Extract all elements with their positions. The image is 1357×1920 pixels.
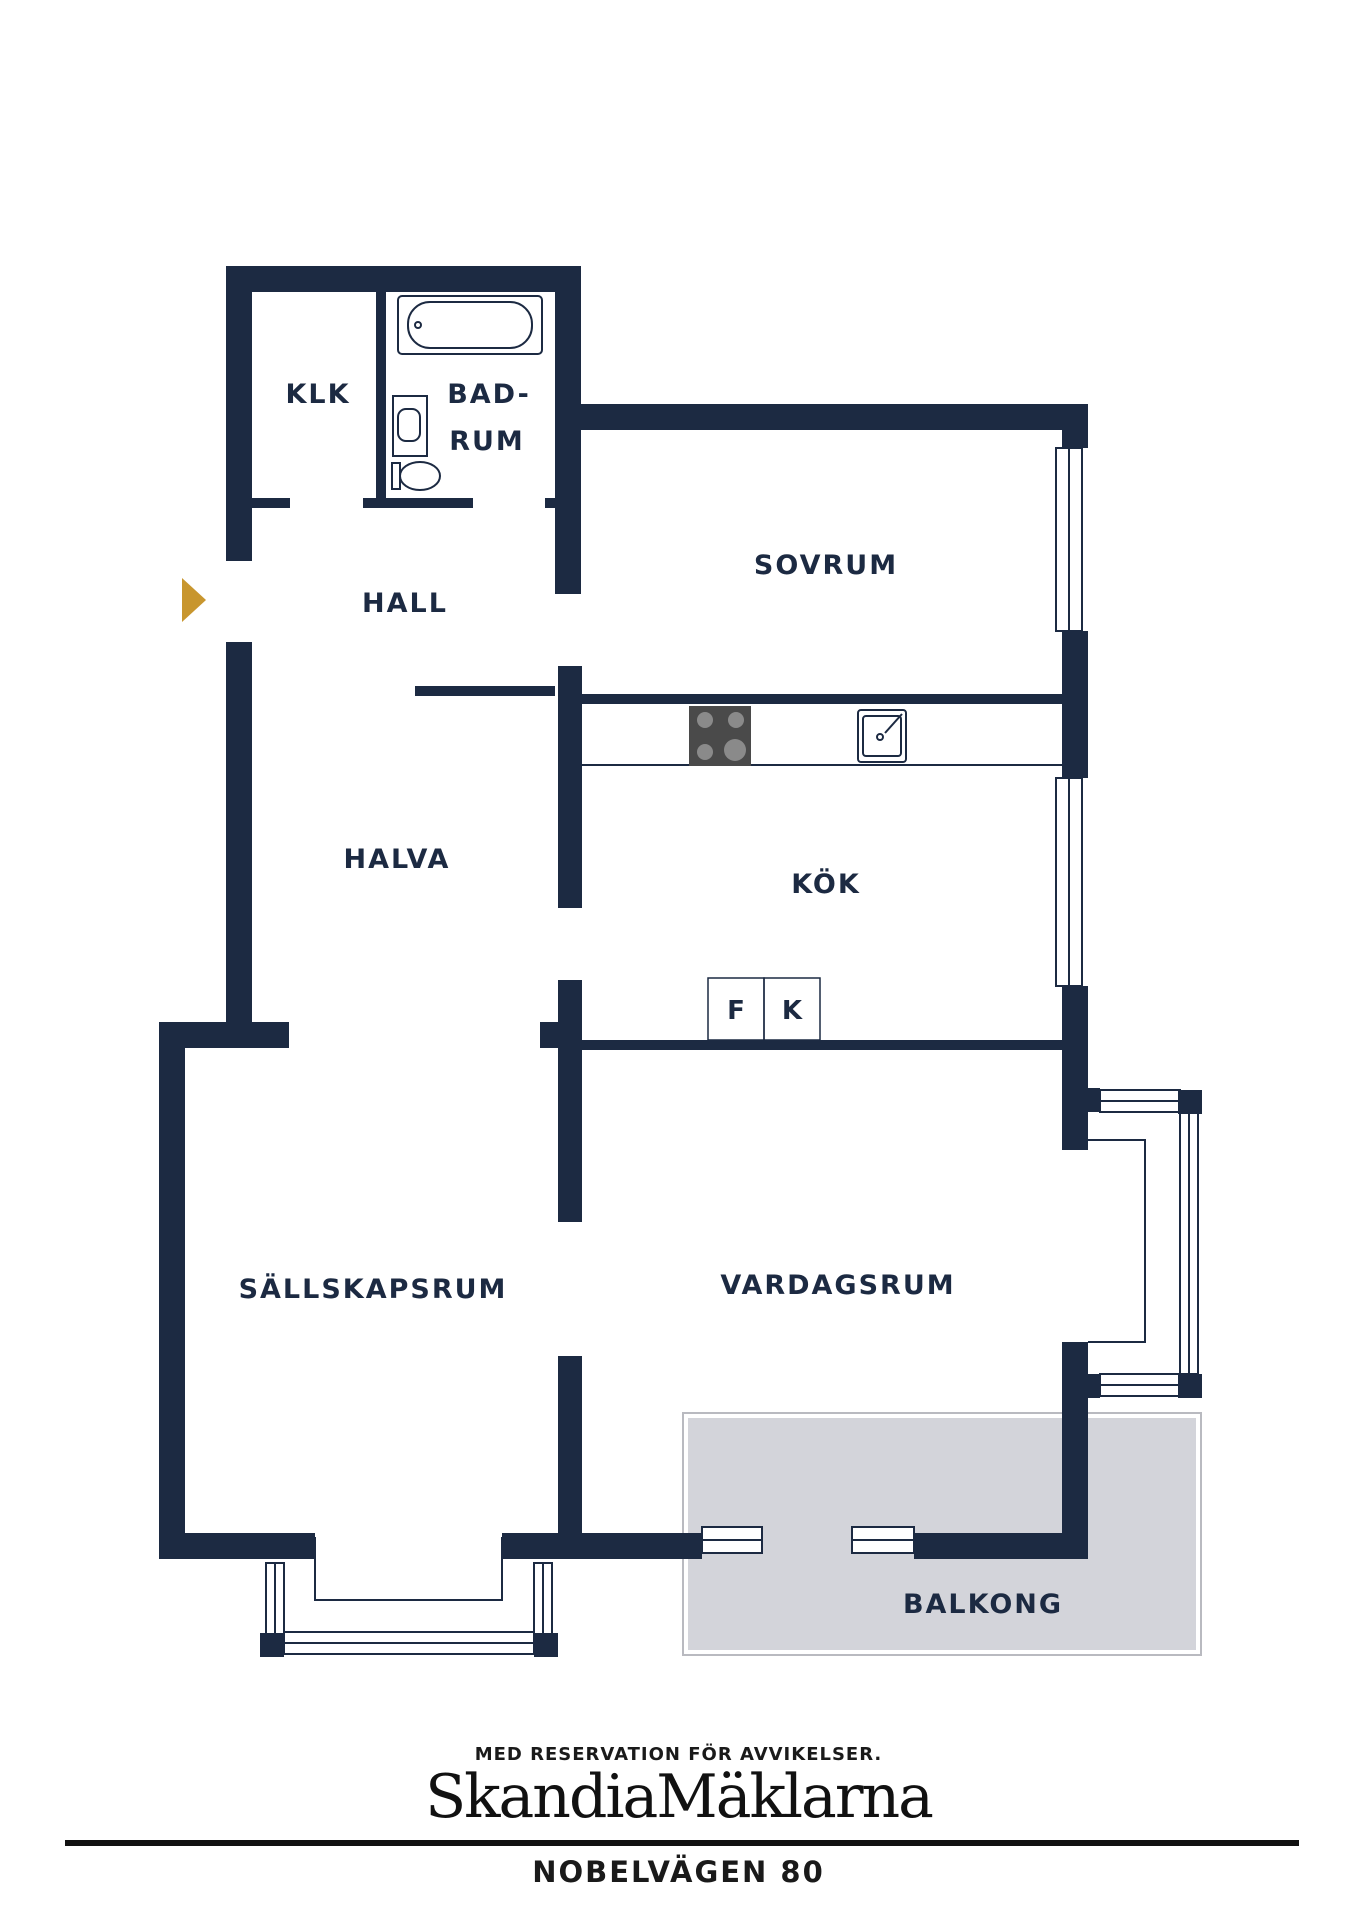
address-text: NOBELVÄGEN 80 — [532, 1855, 825, 1889]
room-label-sallskapsrum: SÄLLSKAPSRUM — [239, 1273, 508, 1305]
room-label-klk: KLK — [285, 379, 350, 410]
fridge-freezer — [707, 977, 821, 1041]
bathtub-icon — [397, 295, 543, 355]
windows — [265, 447, 1199, 1655]
kitchen-sink-icon — [857, 709, 907, 763]
footer-divider — [65, 1840, 1299, 1846]
room-label-balkong: BALKONG — [903, 1589, 1063, 1620]
fridge-label: F — [727, 996, 745, 1026]
brand-logo: SkandiaMäklarna — [425, 1762, 934, 1832]
sink-icon — [392, 395, 428, 457]
entrance-arrow-icon — [182, 578, 206, 622]
freezer-label: K — [782, 996, 803, 1026]
room-label-halva: HALVA — [344, 844, 451, 875]
outlines — [314, 764, 1146, 1601]
toilet-icon — [391, 461, 441, 491]
disclaimer-text: MED RESERVATION FÖR AVVIKELSER. — [474, 1744, 883, 1765]
room-label-kok: KÖK — [791, 867, 861, 900]
room-label-badrum-2: RUM — [449, 426, 525, 457]
room-label-vardagsrum: VARDAGSRUM — [720, 1270, 955, 1301]
room-label-hall: HALL — [362, 588, 448, 619]
hob-icon — [689, 706, 751, 766]
room-label-sovrum: SOVRUM — [754, 550, 898, 581]
walls — [159, 266, 1202, 1657]
room-label-badrum-1: BAD- — [447, 379, 531, 410]
